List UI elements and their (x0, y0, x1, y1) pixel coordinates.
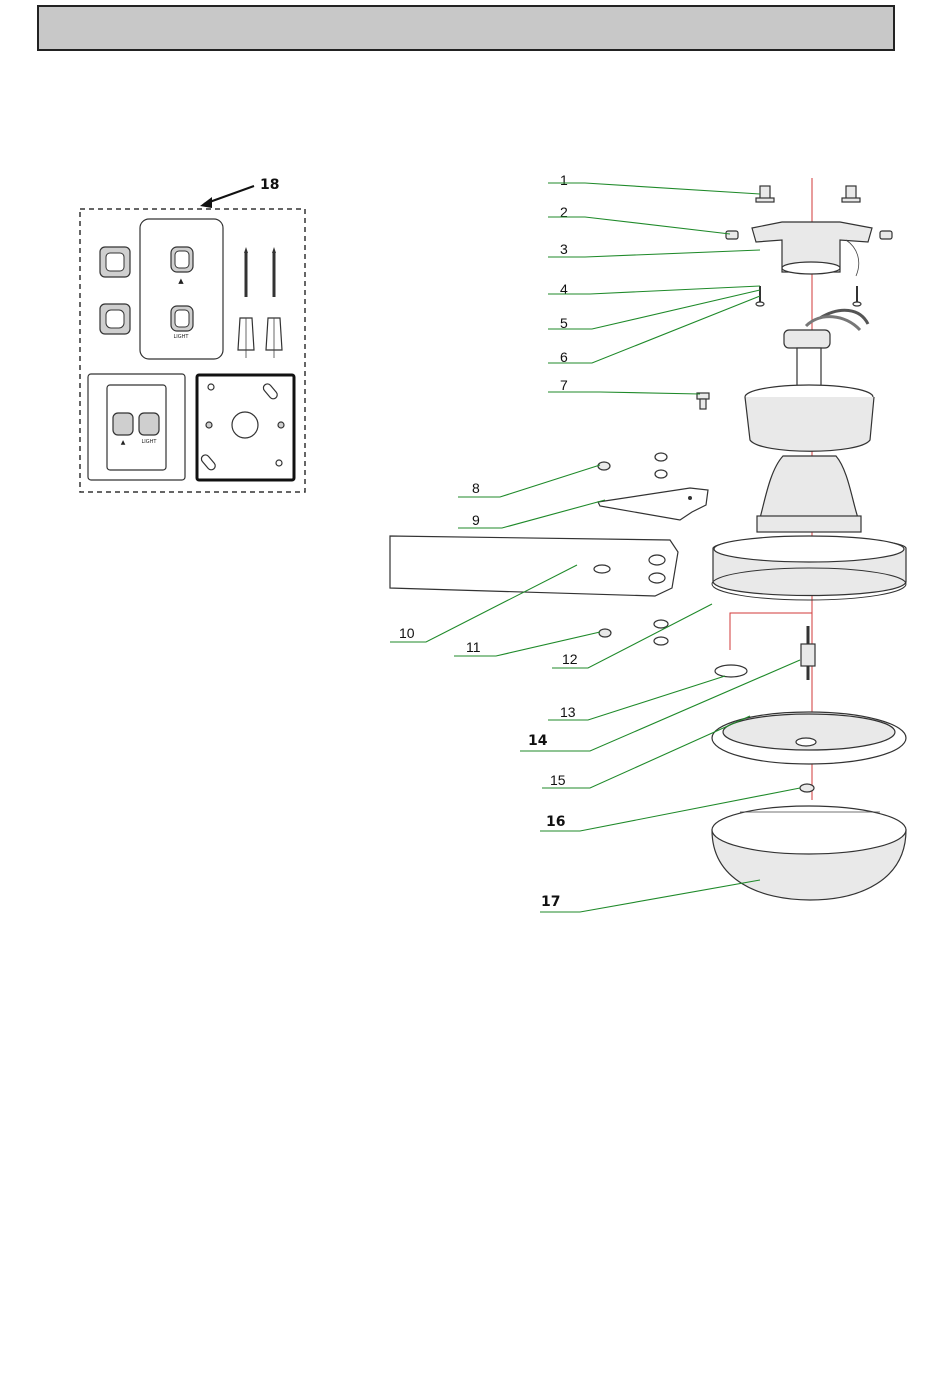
callout-16: 16 (546, 814, 565, 830)
mounting-box (197, 375, 294, 480)
callout-9: 9 (472, 512, 480, 528)
accessory-kit: 18 ▲ LIGHT (80, 177, 305, 492)
part-pin (697, 393, 709, 409)
wall-plugs (238, 318, 282, 358)
part-mounting-bracket (752, 222, 872, 276)
fan-assembly (390, 178, 906, 900)
receiver-socket (100, 304, 130, 334)
callout-10: 10 (399, 625, 415, 641)
part-nut (800, 784, 814, 792)
callout-17: 17 (541, 894, 560, 910)
callout-18: 18 (260, 177, 279, 193)
part-canopy (745, 385, 874, 451)
callout-14: 14 (528, 733, 548, 749)
part-connector (801, 626, 815, 680)
part-downrod (784, 310, 868, 388)
remote-fan-symbol: ▲ (178, 277, 184, 285)
part-screws-washers (756, 286, 861, 306)
remote-light-label: LIGHT (174, 334, 190, 340)
plate-light-label: LIGHT (142, 439, 158, 445)
callout-12: 12 (562, 651, 578, 667)
part-bolts (756, 186, 860, 202)
remote-control: ▲ LIGHT (140, 219, 223, 359)
callout-7: 7 (560, 377, 568, 393)
wire-path (730, 613, 812, 650)
callout-13: 13 (560, 704, 576, 720)
wall-switch-plate: ▲ LIGHT (88, 374, 185, 480)
callout-8: 8 (472, 480, 480, 496)
callout-18-arrowhead (200, 197, 212, 208)
mounting-screws (244, 247, 276, 297)
receiver-unit (100, 247, 130, 277)
callout-1: 1 (560, 172, 568, 188)
part-motor-housing (712, 456, 906, 600)
callout-3: 3 (560, 241, 568, 257)
callout-2: 2 (560, 204, 568, 220)
part-blade-screws (598, 453, 667, 478)
part-blade-bracket (598, 488, 708, 520)
part-glass-shade (712, 806, 906, 900)
part-plate-13 (715, 665, 747, 677)
callout-4: 4 (560, 281, 568, 297)
callout-11: 11 (466, 639, 481, 655)
callout-15: 15 (550, 772, 566, 788)
part-washer-11 (599, 629, 611, 637)
plate-fan-symbol: ▲ (121, 439, 126, 446)
